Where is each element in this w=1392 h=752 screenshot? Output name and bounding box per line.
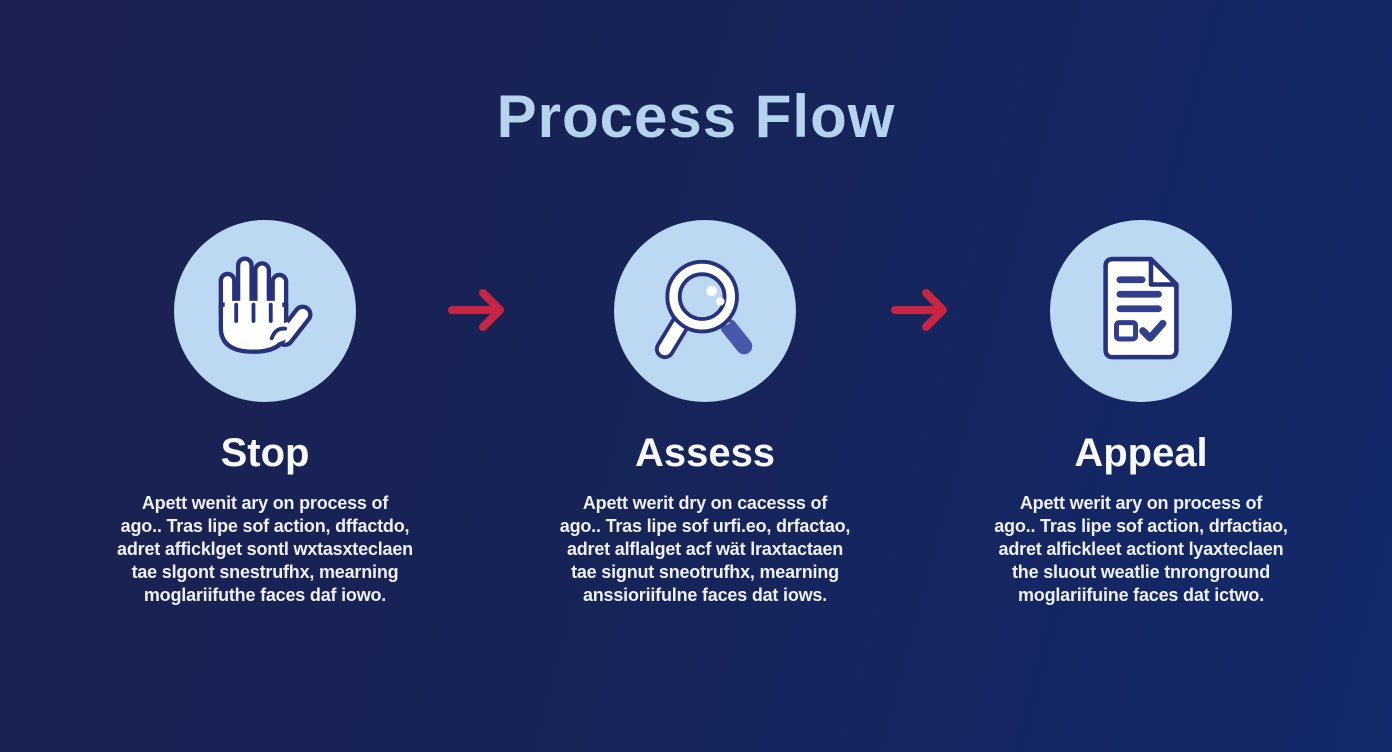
document-check-icon bbox=[1082, 250, 1200, 373]
step-assess: Assess Apett werit dry on cacesss of ago… bbox=[525, 220, 885, 607]
step-appeal-title: Appeal bbox=[1074, 431, 1208, 475]
assess-badge bbox=[614, 220, 796, 402]
step-assess-title: Assess bbox=[634, 431, 776, 475]
step-appeal: Appeal Apett werit ary on process of ago… bbox=[961, 220, 1321, 607]
right-arrow-icon bbox=[890, 283, 956, 342]
right-arrow-icon bbox=[447, 283, 513, 342]
stop-hand-icon bbox=[216, 249, 314, 374]
step-stop: Stop Apett wenit ary on process of ago..… bbox=[85, 220, 445, 607]
step-stop-title: Stop bbox=[220, 431, 310, 475]
stop-badge bbox=[174, 220, 356, 402]
step-stop-description: Apett wenit ary on process of ago.. Tras… bbox=[117, 493, 413, 605]
page-title: Process Flow bbox=[496, 83, 896, 150]
magnifying-glass-icon bbox=[643, 247, 767, 376]
step-appeal-description: Apett werit ary on process of ago.. Tras… bbox=[994, 493, 1288, 605]
appeal-badge bbox=[1050, 220, 1232, 402]
step-assess-description: Apett werit dry on cacesss of ago.. Tras… bbox=[559, 493, 851, 605]
